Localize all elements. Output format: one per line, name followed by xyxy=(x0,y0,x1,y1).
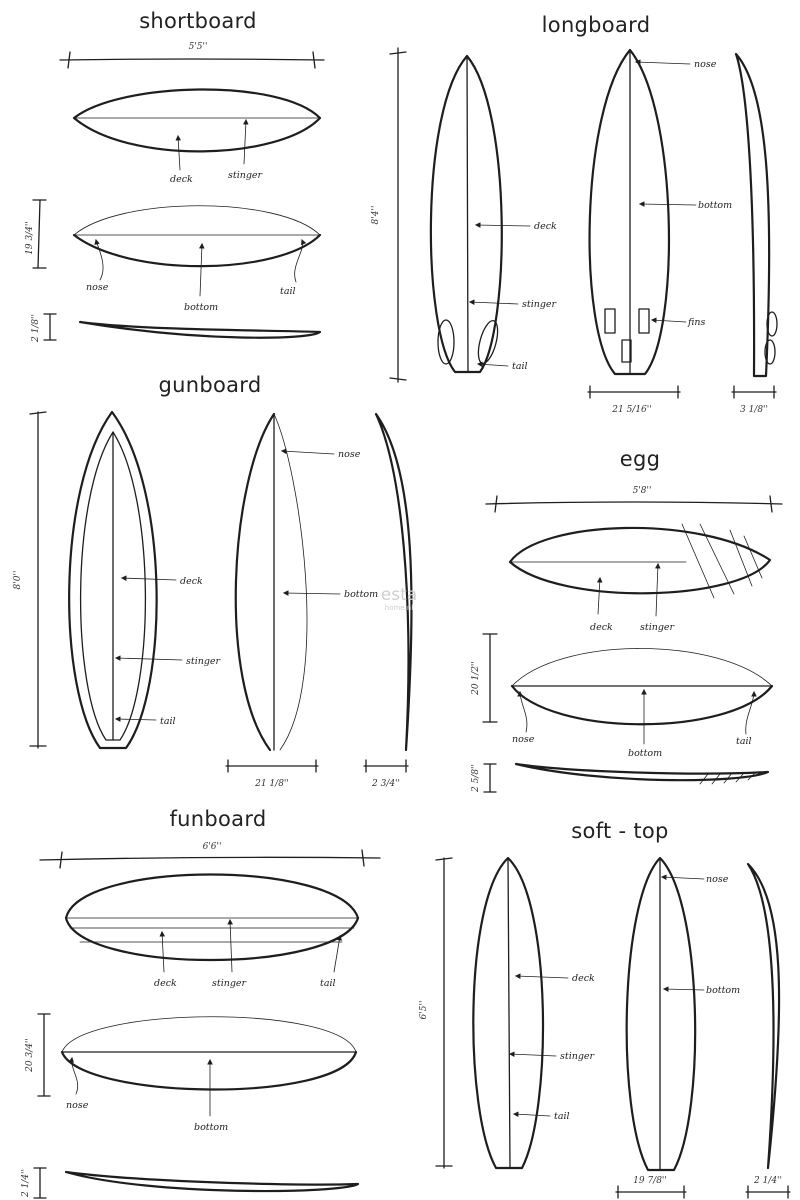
egg-length-line xyxy=(485,501,783,505)
shortboard-nose-label: nose xyxy=(86,282,109,293)
funboard-side-profile xyxy=(64,1170,360,1193)
esta-watermark: esta home.nl xyxy=(381,585,417,612)
egg-stinger-label: stinger xyxy=(640,622,676,633)
softtop-bottom-outline xyxy=(625,856,697,1172)
softtop-stinger-label: stinger xyxy=(560,1051,596,1062)
funboard-tail-label: tail xyxy=(320,978,336,989)
longboard-stinger-label: stinger xyxy=(522,299,558,310)
gunboard-stinger-label: stinger xyxy=(186,656,222,667)
longboard-deck-label: deck xyxy=(534,221,557,232)
shortboard-stinger-label: stinger xyxy=(228,170,264,181)
funboard-deck-outline xyxy=(64,873,360,962)
gunboard-thickness-label: 2 3/4'' xyxy=(371,779,400,789)
longboard-fins-label: fins xyxy=(687,317,705,328)
longboard-section: longboard 8'4'' deck stinger tail nose b… xyxy=(371,13,778,415)
shortboard-length-line xyxy=(59,58,325,61)
funboard-title: funboard xyxy=(169,807,266,831)
shortboard-section: shortboard 5'5'' deck stinger 19 3/4'' n… xyxy=(25,9,325,343)
egg-bottom-label: bottom xyxy=(628,748,662,759)
gunboard-width-label: 21 1/8'' xyxy=(254,779,289,789)
funboard-deck-label: deck xyxy=(154,978,177,989)
shortboard-deck-outline xyxy=(72,88,322,153)
gunboard-title: gunboard xyxy=(159,373,262,397)
gunboard-tail-label: tail xyxy=(160,716,176,727)
softtop-bottom-label: bottom xyxy=(706,985,740,996)
gunboard-deck-label: deck xyxy=(180,576,203,587)
egg-tail-label: tail xyxy=(736,736,752,747)
gunboard-length-label: 8'0'' xyxy=(13,571,23,590)
funboard-bottom-outline xyxy=(60,1050,358,1091)
egg-stripes xyxy=(681,523,763,599)
gunboard-section: gunboard 8'0'' deck stinger tail nose bo… xyxy=(13,373,413,789)
egg-deck-label: deck xyxy=(590,622,613,633)
softtop-title: soft - top xyxy=(571,819,668,843)
gunboard-deck-outline xyxy=(68,410,158,750)
shortboard-bottom-outline xyxy=(72,233,322,268)
longboard-nose-label: nose xyxy=(694,59,717,70)
egg-bottom-outline xyxy=(510,684,774,726)
softtop-length-label: 6'5'' xyxy=(419,1001,429,1020)
softtop-deck-label: deck xyxy=(572,973,595,984)
funboard-section: funboard 6'6'' deck stinger tail 20 3/4'… xyxy=(21,807,381,1199)
egg-thickness-label: 2 5/8'' xyxy=(471,764,481,793)
shortboard-length-label: 5'5'' xyxy=(189,42,208,52)
softtop-deck-outline xyxy=(472,856,545,1170)
shortboard-width-line xyxy=(37,199,41,269)
longboard-fin-center xyxy=(621,339,632,363)
longboard-tail-label: tail xyxy=(512,361,528,372)
funboard-length-label: 6'6'' xyxy=(203,842,222,852)
longboard-bottom-label: bottom xyxy=(698,200,732,211)
longboard-thickness-label: 3 1/8'' xyxy=(740,405,768,415)
shortboard-tail-label: tail xyxy=(280,286,296,297)
shortboard-bottom-label: bottom xyxy=(184,302,218,313)
longboard-title: longboard xyxy=(542,13,651,37)
softtop-thickness-label: 2 1/4'' xyxy=(753,1176,782,1186)
shortboard-side-profile xyxy=(78,320,322,339)
softtop-width-label: 19 7/8'' xyxy=(633,1176,667,1186)
gunboard-bottom-outline xyxy=(234,412,276,752)
egg-title: egg xyxy=(620,447,660,471)
longboard-fin-left xyxy=(604,308,616,334)
shortboard-thickness-label: 2 1/8'' xyxy=(31,314,41,343)
egg-width-label: 20 1/2'' xyxy=(471,661,481,696)
funboard-length-line xyxy=(39,856,381,861)
longboard-bottom-outline xyxy=(588,48,670,376)
longboard-stringer-line xyxy=(466,55,469,373)
longboard-side-profile xyxy=(734,52,771,378)
shortboard-title: shortboard xyxy=(139,9,257,33)
softtop-stringer-line xyxy=(507,857,511,1169)
egg-side-profile xyxy=(514,762,770,782)
funboard-bottom-label: bottom xyxy=(194,1122,228,1133)
softtop-tail-label: tail xyxy=(554,1111,570,1122)
shortboard-width-label: 19 3/4'' xyxy=(25,221,35,255)
shortboard-deck-label: deck xyxy=(170,174,193,185)
egg-section: egg 5'8'' deck stinger 20 1/2'' nose bot… xyxy=(471,447,783,793)
longboard-length-label: 8'4'' xyxy=(371,206,381,225)
watermark-brand: esta xyxy=(381,585,417,605)
gunboard-side-profile xyxy=(374,412,413,752)
longboard-width-label: 21 5/16'' xyxy=(611,405,651,415)
egg-length-label: 5'8'' xyxy=(633,486,652,496)
softtop-nose-label: nose xyxy=(706,874,729,885)
funboard-width-label: 20 3/4'' xyxy=(25,1038,35,1073)
watermark-site: home.nl xyxy=(385,604,414,612)
funboard-stinger-label: stinger xyxy=(212,978,248,989)
egg-nose-label: nose xyxy=(512,734,535,745)
egg-deck-outline xyxy=(508,526,772,595)
gunboard-nose-label: nose xyxy=(338,449,361,460)
gunboard-bottom-label: bottom xyxy=(344,589,378,600)
softtop-section: soft - top 6'5'' deck stinger tail nose … xyxy=(419,819,791,1199)
longboard-fin-right xyxy=(638,308,650,334)
funboard-nose-label: nose xyxy=(66,1100,89,1111)
softtop-side-profile xyxy=(746,862,781,1170)
funboard-thickness-label: 2 1/4'' xyxy=(21,1169,31,1198)
